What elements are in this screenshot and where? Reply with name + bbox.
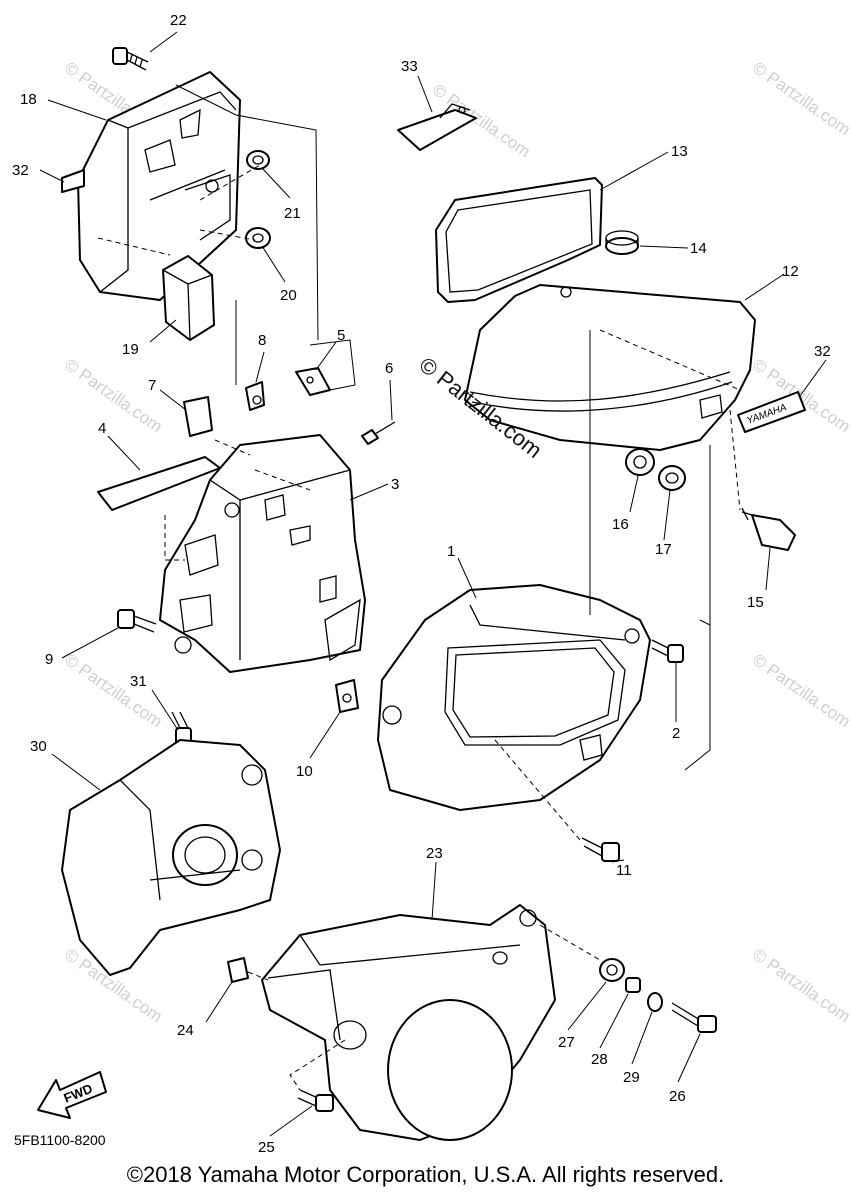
label-25: 25 (258, 1139, 275, 1156)
label-17: 17 (655, 541, 672, 558)
assembly-lines (97, 84, 741, 1091)
label-26: 26 (669, 1088, 686, 1105)
part-10-clip (335, 679, 359, 713)
part-22-bolt (112, 47, 149, 71)
part-3-bracket (159, 434, 366, 673)
part-1-airbox-front (377, 584, 651, 811)
part-20-grommet (245, 227, 271, 249)
label-20: 20 (280, 287, 297, 304)
part-11-bolt (581, 837, 620, 862)
diagram-code: 5FB1100-8200 (14, 1132, 106, 1148)
label-12: 12 (782, 263, 799, 280)
label-2: 2 (672, 725, 680, 742)
label-3: 3 (391, 476, 399, 493)
label-5: 5 (337, 327, 345, 344)
part-32-yamaha-decal: YAMAHA (737, 391, 806, 433)
part-32-decal-left (61, 169, 85, 193)
label-18: 18 (20, 91, 37, 108)
label-leaders (39, 31, 827, 1137)
part-16-nut (625, 448, 655, 476)
part-18-cover (77, 71, 241, 301)
part-24-collar (227, 957, 249, 983)
label-16: 16 (612, 516, 629, 533)
label-10: 10 (296, 763, 313, 780)
label-27: 27 (558, 1034, 575, 1051)
label-6: 6 (385, 360, 393, 377)
part-7-pad (183, 396, 213, 437)
part-17-grommet (658, 465, 686, 491)
part-12-airbox-case (464, 284, 756, 451)
label-24: 24 (177, 1022, 194, 1039)
part-28-collar (625, 977, 641, 993)
label-9: 9 (45, 651, 53, 668)
part-14-grommet (605, 230, 639, 255)
label-15: 15 (747, 594, 764, 611)
part-19-block (162, 255, 215, 341)
part-26-bolt (671, 1002, 717, 1033)
label-32a: 32 (12, 162, 29, 179)
part-9-bolt (117, 609, 157, 633)
label-22: 22 (170, 12, 187, 29)
part-27-grommet (599, 958, 625, 982)
label-30: 30 (30, 738, 47, 755)
label-32b: 32 (814, 343, 831, 360)
label-8: 8 (258, 332, 266, 349)
part-33-bracket (397, 103, 477, 151)
label-23: 23 (426, 845, 443, 862)
part-6-screw (361, 421, 396, 445)
part-30-cover (61, 739, 281, 976)
label-19: 19 (122, 341, 139, 358)
part-29-washer (647, 992, 663, 1012)
copyright-notice: ©2018 Yamaha Motor Corporation, U.S.A. A… (126, 1162, 725, 1187)
label-28: 28 (591, 1051, 608, 1068)
part-number-labels: 22 18 32 21 20 19 33 13 14 12 32 8 5 6 7… (12, 12, 831, 1156)
label-11: 11 (616, 862, 632, 879)
label-7: 7 (148, 377, 156, 394)
part-23-cover (261, 904, 556, 1141)
fwd-arrow: FWD (37, 1071, 107, 1119)
part-2-bolt (651, 639, 684, 663)
label-29: 29 (623, 1069, 640, 1086)
label-31: 31 (130, 673, 147, 690)
label-33: 33 (401, 58, 418, 75)
label-1: 1 (447, 543, 455, 560)
label-21: 21 (284, 205, 301, 222)
part-15-drain (741, 507, 796, 551)
part-8-clip (245, 381, 265, 411)
part-21-grommet (246, 150, 270, 170)
label-4: 4 (98, 420, 106, 437)
label-13: 13 (671, 143, 688, 160)
part-13-filter-pad (435, 177, 603, 303)
part-25-bolt (297, 1089, 334, 1112)
part-5-clip (295, 367, 331, 396)
label-14: 14 (690, 240, 707, 257)
